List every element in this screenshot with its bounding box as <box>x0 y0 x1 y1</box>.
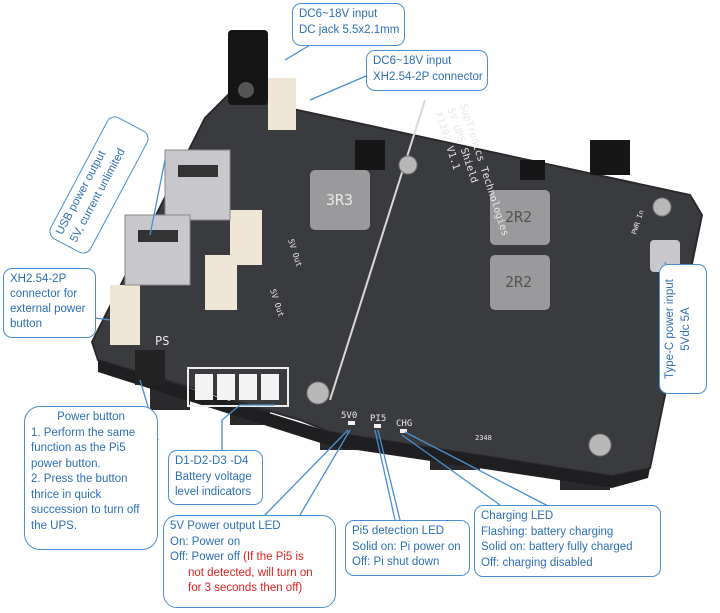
callout-line: succession to turn off <box>31 504 140 516</box>
callout-line: On: Power on <box>170 535 241 548</box>
callout-5v-led: 5V Power output LED On: Power on Off: Po… <box>163 515 336 608</box>
callout-battery-leds: D1-D2-D3 -D4 Battery voltage level indic… <box>168 450 263 505</box>
callout-line: power button. <box>31 457 101 470</box>
callout-xh-input: DC6~18V input XH2.54-2P connector <box>366 50 488 91</box>
callout-line: DC6~18V input <box>373 55 452 67</box>
callout-line: 5Vdc 5A <box>679 307 692 351</box>
callout-typec: Type-C power input 5Vdc 5A <box>659 264 707 394</box>
callout-line: Off: Pi shut down <box>352 556 440 568</box>
silk-pi5: PI5 <box>370 414 386 424</box>
inductor-2r2-b <box>490 255 550 310</box>
callout-line: 5V Power output LED <box>170 520 281 532</box>
callout-pi5-led: Pi5 detection LED Solid on: Pi power on … <box>345 520 470 576</box>
inductor-3r3 <box>310 170 370 230</box>
callout-line: Solid on: Pi power on <box>352 540 461 553</box>
callout-line: the UPS. <box>31 519 78 532</box>
warning-note: for 3 seconds then off) <box>188 582 303 594</box>
led-pi5 <box>374 424 381 428</box>
xh-button-connector <box>110 285 140 345</box>
callout-line: Off: Power off <box>170 551 244 563</box>
silk-chg: CHG <box>396 419 412 429</box>
usb-port-2 <box>124 214 191 286</box>
callout-xh-button: XH2.54-2P connector for external power b… <box>3 268 96 338</box>
callout-line: XH2.54-2P <box>10 273 67 285</box>
callout-line: Battery voltage <box>175 470 252 483</box>
silk-ps: PS <box>155 334 169 348</box>
callout-line: Type-C power input <box>664 279 676 379</box>
callout-line: Pi5 detection LED <box>352 525 445 537</box>
callout-line: function as the Pi5 <box>31 442 126 454</box>
callout-line: DC jack 5.5x2.1mm <box>299 23 400 36</box>
callout-line: DC6~18V input <box>299 8 378 20</box>
callout-line: XH2.54-2P connector <box>373 70 483 83</box>
silk-5v0: 5V0 <box>341 411 357 421</box>
callout-line: Solid on: battery fully charged <box>481 541 633 553</box>
callout-dc-jack: DC6~18V input DC jack 5.5x2.1mm <box>292 3 405 46</box>
callout-line: thrice in quick <box>31 488 102 501</box>
callout-line: button <box>10 318 42 330</box>
callout-line: Charging LED <box>481 510 554 522</box>
callout-line: level indicators <box>175 486 252 498</box>
callout-line: Flashing: battery charging <box>481 525 614 538</box>
warning-note: (If the Pi5 is <box>243 551 304 563</box>
callout-line: Off: charging disabled <box>481 556 593 569</box>
callout-line: 1. Perform the same <box>31 426 136 439</box>
xh-input-connector <box>268 78 296 130</box>
silk-2r2-b: 2R2 <box>505 273 532 291</box>
silk-3r3: 3R3 <box>326 191 353 209</box>
callout-power-button: Power button 1. Perform the same functio… <box>24 406 158 550</box>
callout-line: external power <box>10 303 86 315</box>
power-button <box>135 350 165 385</box>
callout-charging-led: Charging LED Flashing: battery charging … <box>474 505 661 577</box>
silk-date-code: 2348 <box>475 434 492 442</box>
led-5v0 <box>348 421 355 425</box>
callout-line: connector for <box>10 288 78 300</box>
inductor-2r2-a <box>490 190 550 245</box>
usb-port-1 <box>164 149 231 221</box>
led-chg <box>400 429 407 433</box>
warning-note: not detected, will turn on <box>188 566 313 579</box>
callout-title: Power button <box>57 411 125 423</box>
callout-line: 2. Press the button <box>31 473 128 485</box>
dc-jack <box>228 30 268 105</box>
callout-line: D1-D2-D3 -D4 <box>175 455 249 467</box>
silk-2r2-a: 2R2 <box>505 208 532 226</box>
board-divider <box>329 99 426 401</box>
